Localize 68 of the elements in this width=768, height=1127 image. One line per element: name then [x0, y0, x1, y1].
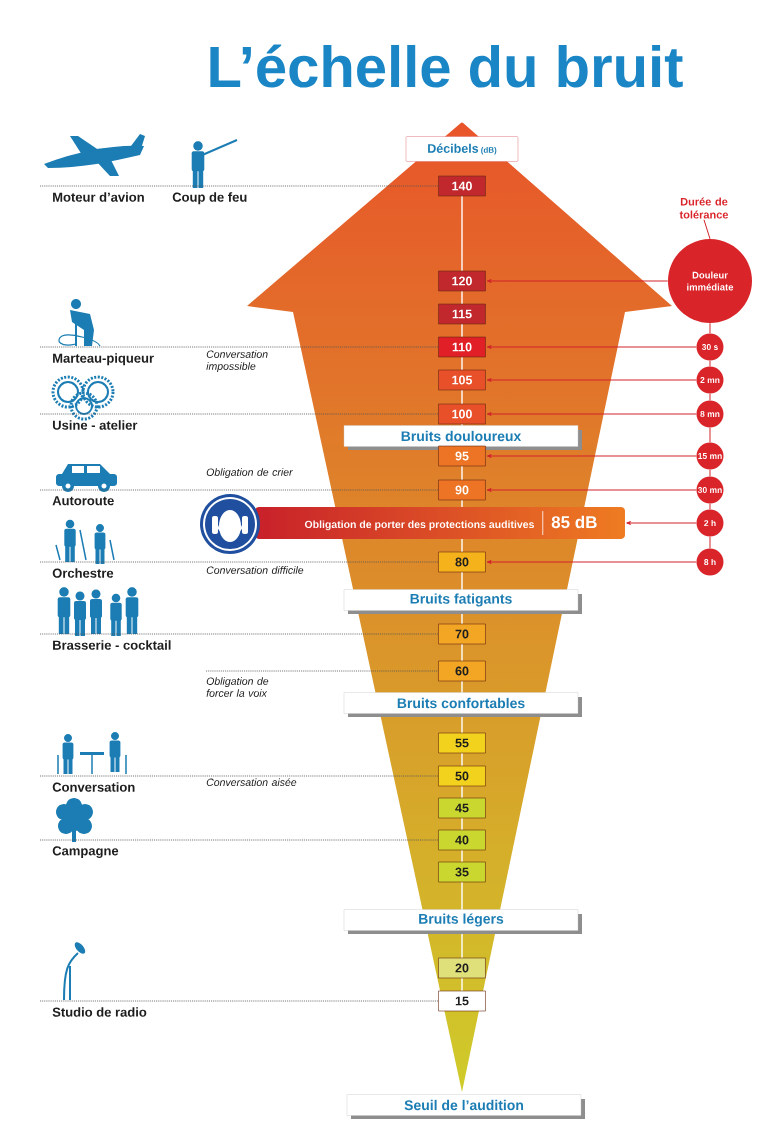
note-text: Obligation de crier	[206, 468, 293, 478]
leader-line	[39, 633, 439, 635]
decibel-box: 100	[438, 403, 486, 425]
decibel-box: 140	[438, 175, 486, 197]
category-band: Bruits confortables	[343, 692, 582, 717]
leader-line	[39, 561, 439, 563]
decibel-box: 105	[438, 369, 486, 391]
decibel-box: 70	[438, 623, 486, 645]
decibel-box: 120	[438, 270, 486, 292]
title: L’échelle du bruit	[210, 44, 683, 88]
leader-line	[205, 670, 439, 672]
source-label: Campagne	[52, 846, 119, 859]
decibel-box: 15	[438, 990, 486, 1012]
note-text: Conversation difficile	[206, 566, 304, 574]
arrow	[486, 279, 669, 283]
connector-line	[709, 503, 711, 510]
source-label: Orchestre	[52, 568, 114, 578]
arrow	[486, 488, 697, 492]
source-label: Brasserie - cocktail	[53, 640, 171, 650]
decibel-box: 55	[438, 732, 486, 754]
connector-line	[709, 393, 711, 401]
column-heading: Durée de tolérance	[679, 197, 729, 219]
decibel-box: 20	[438, 957, 486, 979]
source-label: Conversation	[52, 782, 135, 792]
connector-line	[703, 219, 711, 240]
category-band: Seuil de l’audition	[346, 1094, 585, 1119]
arrow	[486, 345, 697, 349]
leader-line	[39, 1000, 439, 1002]
scale-header: Décibels (dB)	[405, 136, 519, 162]
decibel-box: 115	[438, 303, 486, 325]
note-text: Obligation de forcer la voix	[206, 677, 269, 697]
decibel-box: 40	[438, 829, 486, 851]
arrow	[486, 454, 697, 458]
note-text: Conversation impossible	[206, 350, 268, 372]
decibel-box: 90	[438, 479, 486, 501]
connector-line	[709, 322, 711, 334]
arrow	[486, 378, 697, 382]
arrow	[486, 412, 697, 416]
category-band: Bruits légers	[343, 909, 582, 934]
leader-line	[39, 346, 439, 348]
connector-line	[709, 427, 711, 443]
arrow	[626, 521, 697, 525]
source-label: Autoroute	[52, 496, 114, 506]
leader-line	[39, 413, 439, 415]
decibel-box: 110	[438, 336, 486, 358]
source-label: Coup de feu	[172, 192, 247, 205]
source-label: Moteur d’avion	[53, 192, 144, 202]
category-band: Bruits fatigants	[343, 589, 582, 614]
decibel-box: 45	[438, 797, 486, 819]
warning-banner: Obligation de porter des protections auditives 85 dB	[304, 510, 597, 536]
connector-line	[709, 360, 711, 367]
connector-line	[709, 536, 711, 549]
note-text: Conversation aisée	[206, 778, 297, 787]
leader-line	[39, 185, 439, 187]
decibel-box: 95	[438, 445, 486, 467]
leader-line	[39, 489, 439, 491]
decibel-box: 50	[438, 765, 486, 787]
source-label: Marteau-piqueur	[53, 353, 154, 366]
source-label: Studio de radio	[52, 1007, 147, 1017]
leader-line	[39, 775, 439, 777]
arrow	[486, 560, 697, 564]
category-band: Bruits douloureux	[343, 425, 582, 450]
decibel-box: 60	[438, 660, 486, 682]
connector-line	[709, 469, 711, 477]
leader-line	[39, 839, 439, 841]
decibel-box: 35	[438, 861, 486, 883]
decibel-box: 80	[438, 551, 486, 573]
source-label: Usine - atelier	[53, 420, 138, 430]
